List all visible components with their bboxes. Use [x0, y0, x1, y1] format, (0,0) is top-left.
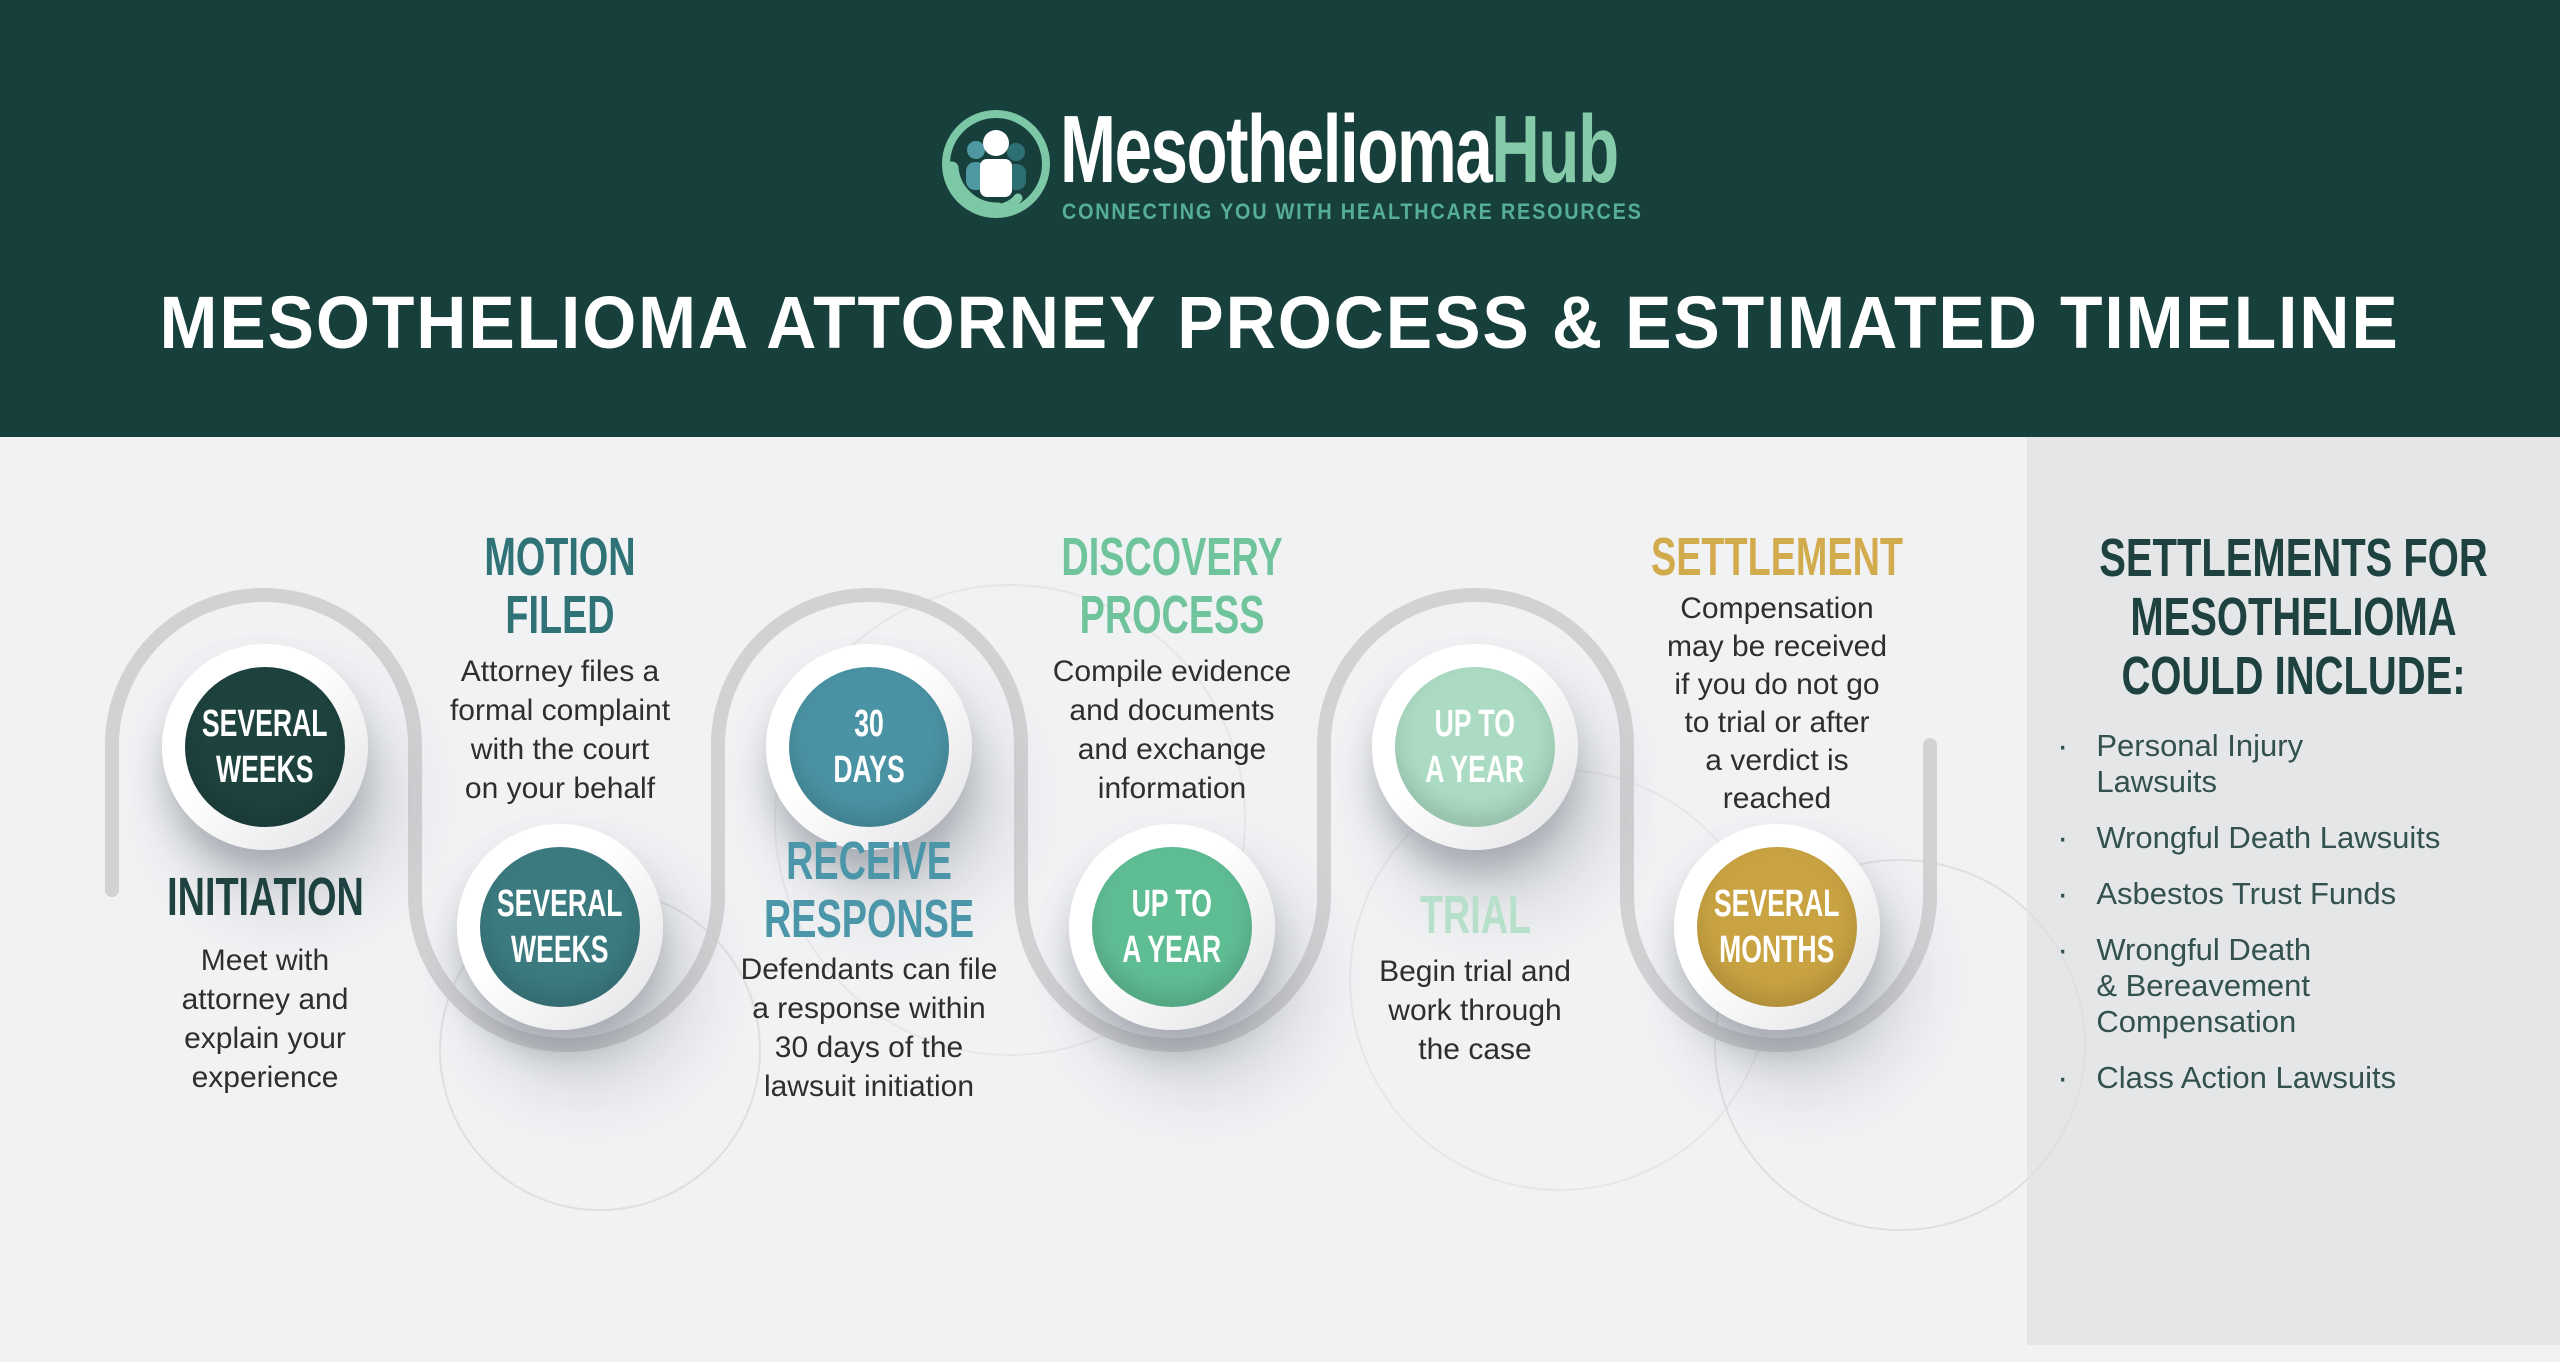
step-3-duration-plate: 30 DAYS	[766, 644, 972, 850]
decorative-arc	[1714, 859, 2086, 1231]
step-4-description: Compile evidence and documents and excha…	[1052, 655, 1292, 805]
step-3-duration-circle: 30 DAYS	[789, 667, 949, 827]
step-2-duration-circle: SEVERAL WEEKS	[480, 847, 640, 1007]
list-item: · Wrongful Death & Bereavement Compensat…	[2057, 932, 2542, 1040]
step-6-duration-plate: SEVERAL MONTHS	[1674, 824, 1880, 1030]
bullet-icon: ·	[2057, 931, 2069, 969]
step-5-heading: TRIAL	[1419, 885, 1531, 945]
list-item-label: Asbestos Trust Funds	[2096, 876, 2397, 911]
step-2-duration-plate: SEVERAL WEEKS	[457, 824, 663, 1030]
list-item: · Asbestos Trust Funds	[2057, 876, 2542, 912]
list-item: · Class Action Lawsuits	[2057, 1060, 2542, 1096]
step-2-description: Attorney files a formal complaint with t…	[449, 655, 671, 805]
list-item-label: Class Action Lawsuits	[2096, 1060, 2397, 1095]
step-2-heading: MOTION FILED	[484, 527, 636, 645]
logo-tagline: CONNECTING YOU WITH HEALTHCARE RESOURCES	[1062, 199, 1643, 224]
step-1-duration-plate: SEVERAL WEEKS	[162, 644, 368, 850]
sidebar-heading: SETTLEMENTS FOR MESOTHELIOMA COULD INCLU…	[2099, 528, 2488, 706]
step-5-duration-circle: UP TO A YEAR	[1395, 667, 1555, 827]
step-4-duration-plate: UP TO A YEAR	[1069, 824, 1275, 1030]
step-3-description: Defendants can file a response within 30…	[740, 953, 998, 1103]
step-2-duration-label: SEVERAL WEEKS	[497, 883, 623, 971]
header-banner: MesotheliomaHub CONNECTING YOU WITH HEAL…	[0, 0, 2560, 437]
step-1-duration-circle: SEVERAL WEEKS	[185, 667, 345, 827]
mesotheliomahub-logo-icon	[938, 106, 1054, 222]
settlements-list: · Personal Injury Lawsuits · Wrongful De…	[2057, 728, 2542, 1116]
logo-name-primary: Mesothelioma	[1060, 96, 1493, 203]
logo-name-secondary: Hub	[1491, 96, 1619, 203]
step-4-duration-label: UP TO A YEAR	[1122, 883, 1222, 971]
bullet-icon: ·	[2057, 875, 2069, 913]
step-1-description: Meet with attorney and explain your expe…	[181, 944, 349, 1094]
bullet-icon: ·	[2057, 819, 2069, 857]
settlements-sidebar: SETTLEMENTS FOR MESOTHELIOMA COULD INCLU…	[2027, 437, 2560, 1345]
step-4-duration-circle: UP TO A YEAR	[1092, 847, 1252, 1007]
step-5-duration-label: UP TO A YEAR	[1425, 703, 1525, 791]
logo-wordmark: MesotheliomaHub	[1060, 102, 1857, 198]
bullet-icon: ·	[2057, 1059, 2069, 1097]
step-1-duration-label: SEVERAL WEEKS	[202, 703, 328, 791]
serpentine-path	[105, 588, 1937, 1052]
step-3-heading: RECEIVE RESPONSE	[763, 831, 975, 949]
step-6-description: Compensation may be received if you do n…	[1666, 592, 1888, 815]
page-title: MESOTHELIOMA ATTORNEY PROCESS & ESTIMATE…	[159, 281, 2401, 364]
list-item: · Personal Injury Lawsuits	[2057, 728, 2542, 800]
decorative-arc	[774, 584, 1246, 1056]
step-3-duration-label: 30 DAYS	[833, 703, 905, 791]
list-item-label: Personal Injury Lawsuits	[2096, 728, 2304, 799]
step-5-duration-plate: UP TO A YEAR	[1372, 644, 1578, 850]
step-5-description: Begin trial and work through the case	[1379, 955, 1571, 1066]
step-6-duration-label: SEVERAL MONTHS	[1714, 883, 1840, 971]
step-4-heading: DISCOVERY PROCESS	[1061, 527, 1283, 645]
step-1-heading: INITIATION	[166, 867, 364, 927]
list-item-label: Wrongful Death & Bereavement Compensatio…	[2096, 932, 2312, 1039]
step-6-heading: SETTLEMENT	[1651, 527, 1903, 587]
list-item: · Wrongful Death Lawsuits	[2057, 820, 2542, 856]
bullet-icon: ·	[2057, 727, 2069, 765]
list-item-label: Wrongful Death Lawsuits	[2096, 820, 2441, 855]
step-6-duration-circle: SEVERAL MONTHS	[1697, 847, 1857, 1007]
